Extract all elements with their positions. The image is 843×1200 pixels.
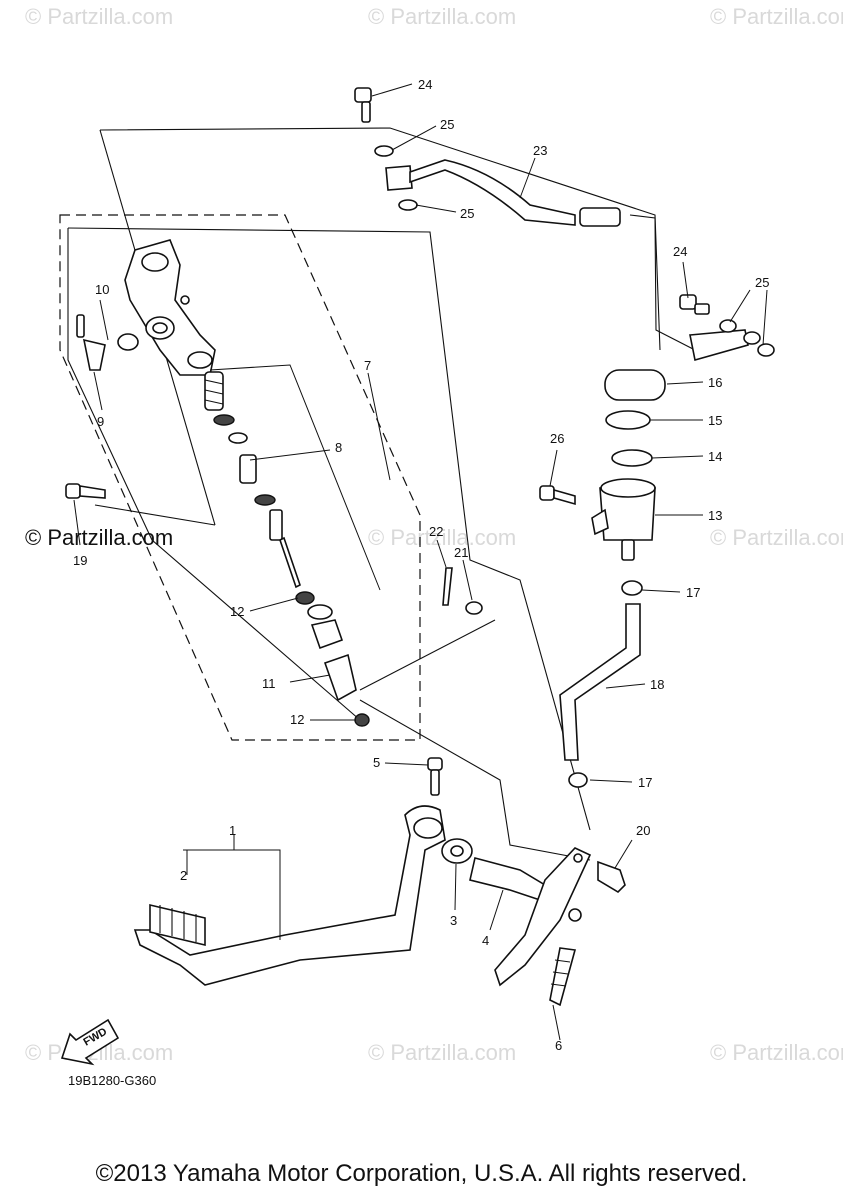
watermark-bottom-center: © Partzilla.com [368, 1040, 516, 1065]
callout-4: 4 [482, 933, 489, 948]
callout-5: 5 [373, 755, 380, 770]
watermark-bottom-right: © Partzilla.com [710, 1040, 843, 1065]
callout-22: 22 [429, 524, 443, 539]
diagram-code: 19B1280-G360 [68, 1073, 156, 1088]
watermark-top-left: © Partzilla.com [25, 4, 173, 29]
copyright-notice: ©2013 Yamaha Motor Corporation, U.S.A. A… [95, 1160, 748, 1187]
callout-12-bottom: 12 [290, 712, 304, 727]
cotter-and-washer [442, 567, 483, 615]
watermark-middle-left: © Partzilla.com [25, 525, 173, 550]
pin-and-bushing [76, 314, 139, 371]
leader-lines [73, 83, 768, 1041]
callout-24-top: 24 [418, 77, 432, 92]
watermark-top-right: © Partzilla.com [710, 4, 843, 29]
callout-23: 23 [533, 143, 547, 158]
callout-6: 6 [555, 1038, 562, 1053]
callout-20: 20 [636, 823, 650, 838]
callout-labels: 24 25 25 23 24 25 16 15 14 13 26 17 18 1… [73, 77, 769, 1053]
callout-12-top: 12 [230, 604, 244, 619]
callout-26: 26 [550, 431, 564, 446]
watermark-top-center: © Partzilla.com [368, 4, 516, 29]
reservoir-hose [559, 580, 643, 788]
fwd-arrow: FWD [60, 1018, 120, 1066]
piston-kit [204, 364, 381, 591]
bolt-5 [427, 757, 443, 796]
callout-13: 13 [708, 508, 722, 523]
callout-17-bottom: 17 [638, 775, 652, 790]
callout-15: 15 [708, 413, 722, 428]
callout-21: 21 [454, 545, 468, 560]
callout-24-right: 24 [673, 244, 687, 259]
callout-25-top: 25 [440, 117, 454, 132]
callout-25-right: 25 [755, 275, 769, 290]
callout-9: 9 [97, 414, 104, 429]
master-cylinder-body [124, 239, 216, 376]
callout-7: 7 [364, 358, 371, 373]
watermark-middle-center: © Partzilla.com [368, 525, 516, 550]
callout-11: 11 [262, 676, 276, 691]
hose-assembly [354, 87, 775, 362]
callout-1: 1 [229, 823, 236, 838]
pivot-shaft [441, 838, 626, 1007]
callout-3: 3 [450, 913, 457, 928]
brake-pedal [133, 805, 446, 986]
callout-10: 10 [95, 282, 109, 297]
bolt-19 [65, 483, 106, 499]
callout-17-top: 17 [686, 585, 700, 600]
watermark-middle-right: © Partzilla.com [710, 525, 843, 550]
callout-16: 16 [708, 375, 722, 390]
callout-25-middle: 25 [460, 206, 474, 221]
callout-18: 18 [650, 677, 664, 692]
callout-14: 14 [708, 449, 722, 464]
clevis-parts [295, 591, 370, 727]
callout-2: 2 [180, 868, 187, 883]
reservoir-assembly [539, 369, 666, 561]
callout-8: 8 [335, 440, 342, 455]
callout-19: 19 [73, 553, 87, 568]
